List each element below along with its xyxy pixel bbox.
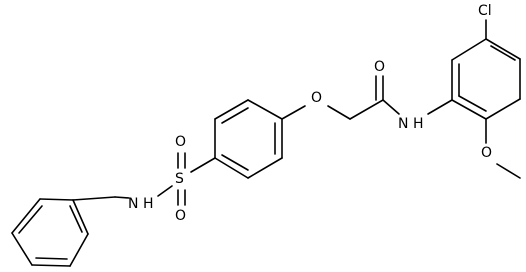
bond [69,205,83,233]
bond [327,105,351,120]
atom-label-ether-oxygen: O [311,90,322,106]
atom-labels: Cl O N H O O S O O N H [128,3,492,224]
bond-lines [11,19,521,267]
atom-label-carbonyl-oxygen: O [374,59,385,75]
atom-label-amide-nitrogen: N [398,116,408,132]
bond [247,99,283,120]
bond [458,95,487,112]
bond [31,264,71,267]
atom-label-sulfonamide-hydrogen: H [143,196,154,212]
bond [451,38,487,61]
atom-label-sulfur: S [175,171,184,187]
bond [451,99,487,120]
bond [496,163,521,179]
bond [349,99,384,120]
bond [221,107,249,124]
atom-label-sulfonamide-nitrogen: N [128,196,138,212]
bond [214,157,249,179]
bond [114,196,130,199]
bond [214,99,249,120]
atom-label-amide-hydrogen: H [413,116,424,132]
bond [39,198,74,201]
bond [190,157,216,173]
bond [18,205,43,234]
bond [281,105,306,120]
atom-label-sulfonyl-oxygen-bottom: O [175,208,186,224]
bond [11,198,41,234]
bond [72,196,116,201]
bond [72,199,89,235]
bond [382,99,400,115]
bond [35,257,68,260]
bond [485,38,521,60]
bond [157,185,173,197]
atom-label-methoxy-oxygen: O [481,145,492,161]
atom-label-sulfonyl-oxygen-top: O [175,134,186,150]
bond [490,45,516,61]
bond [69,233,89,267]
atom-label-chlorine: Cl [478,3,492,19]
bond [427,99,453,115]
bond [11,232,33,266]
bond [485,98,521,120]
bond [247,157,283,179]
bond [221,154,249,171]
